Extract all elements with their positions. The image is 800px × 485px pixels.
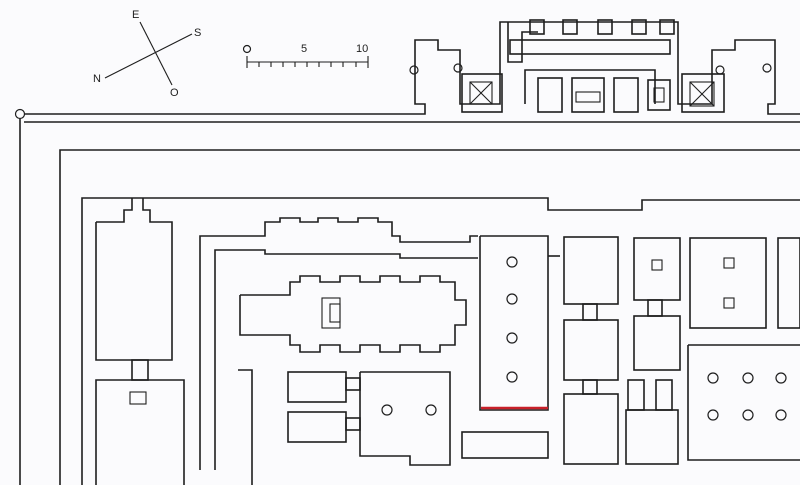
inner-enclosure: [59, 149, 800, 485]
compass-rose: N E S O: [93, 9, 201, 99]
pylon-gateway: [409, 19, 772, 113]
left-hall: [95, 198, 185, 485]
scale-label-10: 10: [356, 43, 368, 55]
scale-label-5: 5: [301, 43, 307, 55]
central-shrine: [199, 217, 478, 470]
four-column-hall: [479, 235, 560, 411]
lower-chambers: [238, 369, 549, 485]
compass-label-south: S: [194, 27, 201, 39]
scale-bar: 0 5 10: [242, 43, 369, 68]
outer-enclosure: [14, 21, 800, 485]
compass-label-west: O: [170, 87, 179, 99]
right-chapels: [563, 236, 800, 465]
compass-label-north: N: [93, 73, 101, 85]
compass-label-east: E: [132, 9, 139, 21]
